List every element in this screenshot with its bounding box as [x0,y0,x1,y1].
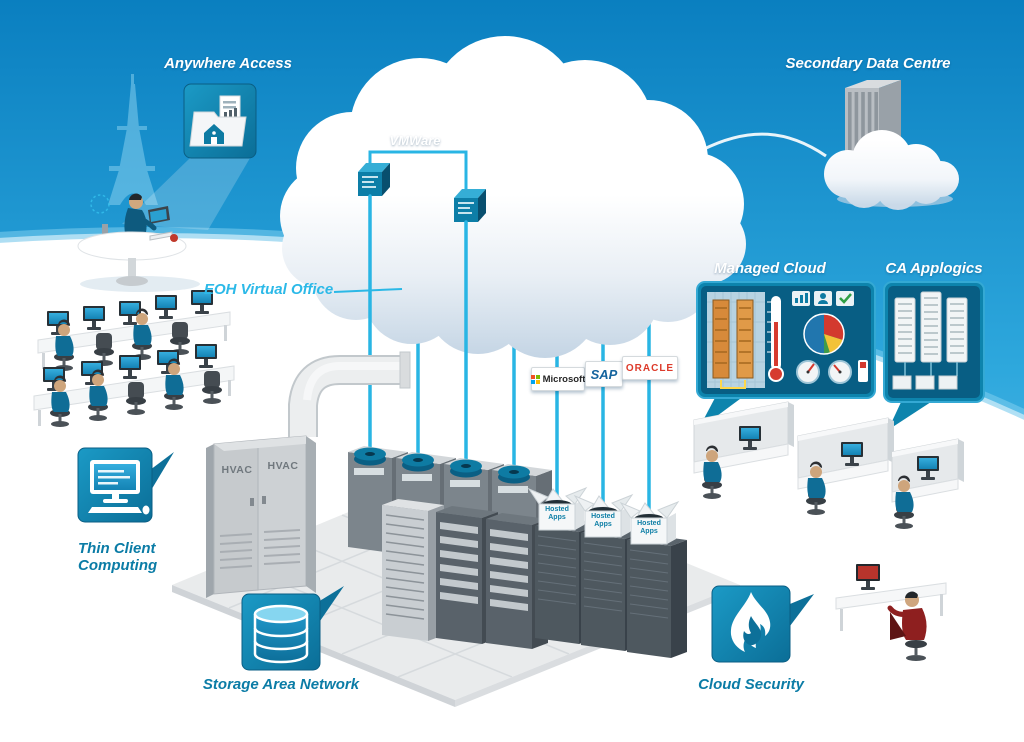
cloud-link-line [701,132,827,158]
vmware-servers [358,150,486,468]
thermometer-icon [767,296,784,382]
monitor-red-screen [856,564,880,590]
secondary-data-centre-cloud [824,130,959,210]
person-red-suit [887,591,927,661]
microsoft-flag-icon [530,374,540,384]
sap-logo-plaque: SAP [585,361,623,387]
remote-worker-table [77,193,200,292]
status-icons [792,291,854,306]
vmware-cables [368,194,468,468]
vmware-server-box-1 [358,163,390,196]
storage-area-network-icon [241,586,344,671]
eiffel-tower-silhouette [108,74,158,205]
server-tower-icons [892,291,968,390]
ca-applogics-panel [883,281,985,430]
anywhere-access-icon [183,83,257,159]
oracle-logo-plaque: ORACLE [622,356,678,380]
gauge-icons [796,360,868,384]
sap-logo-text: SAP [590,366,618,382]
oracle-logo-text: ORACLE [625,362,675,374]
microsoft-logo-text: Microsoft [542,373,586,385]
thin-client-icon [77,447,174,523]
left-workstations [33,290,235,427]
security-analyst-desk [835,564,947,661]
cable-spools [354,447,530,484]
hosted-apps-cartons [527,486,680,545]
hosted-apps-racks [535,520,687,658]
cloud-security-icon [711,585,814,663]
air-duct [288,351,411,437]
right-workstations [693,401,964,529]
pie-chart-icon [803,313,845,355]
vmware-server-box-2 [454,189,486,222]
microsoft-logo-plaque: Microsoft [530,367,586,391]
rack-silver [382,499,444,641]
eoh-pointer-line [333,288,403,293]
server-racks-front-row [382,499,548,649]
hvac-unit [206,435,316,598]
big-cloud [280,36,746,358]
